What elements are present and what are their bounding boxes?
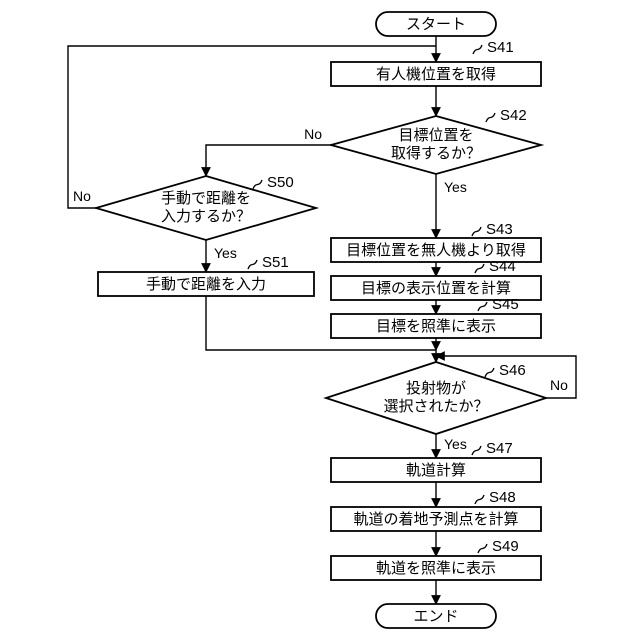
node-s51: 手動で距離を入力 bbox=[97, 271, 315, 297]
process-label-s47: 軌道計算 bbox=[406, 461, 466, 479]
step-ref-s51: S51 bbox=[262, 254, 289, 271]
node-s46: 投射物が 選択されたか？ bbox=[323, 361, 549, 435]
decision-label-s42-line1: 目標位置を bbox=[398, 127, 473, 144]
step-ref-s41: S41 bbox=[487, 39, 514, 56]
decision-diamond-s46 bbox=[323, 361, 549, 435]
step-ref-s50: S50 bbox=[267, 174, 294, 191]
terminal-end-shape bbox=[375, 603, 497, 629]
node-s50: 手動で距離を 入力するか？ bbox=[92, 175, 320, 241]
branch-label-no-s50: No bbox=[73, 188, 91, 204]
node-s41: 有人機位置を取得 bbox=[330, 61, 542, 87]
decision-label-s46-line2: 選択されたか？ bbox=[383, 398, 488, 415]
node-s47: 軌道計算 bbox=[330, 457, 542, 483]
node-end: エンド bbox=[375, 603, 497, 629]
node-s48: 軌道の着地予測点を計算 bbox=[330, 506, 542, 532]
process-label-s51: 手動で距離を入力 bbox=[146, 275, 266, 293]
decision-label-s50-line2: 入力するか？ bbox=[161, 208, 251, 225]
ref-squiggle-s46 bbox=[484, 367, 495, 378]
process-box-s45 bbox=[330, 313, 542, 339]
process-box-s48 bbox=[330, 506, 542, 532]
process-label-s43: 目標位置を無人機より取得 bbox=[346, 242, 526, 259]
node-s45: 目標を照準に表示 bbox=[330, 313, 542, 339]
decision-diamond-s42 bbox=[327, 115, 545, 175]
decision-label-s46-line1: 投射物が bbox=[406, 380, 466, 397]
ref-squiggle-s42 bbox=[485, 112, 496, 123]
branch-labels: No Yes No Yes No Yes bbox=[73, 126, 568, 452]
step-ref-s46: S46 bbox=[499, 362, 526, 379]
ref-squiggle-s48 bbox=[474, 494, 485, 505]
process-box-s41 bbox=[330, 61, 542, 87]
ref-squiggle-s50 bbox=[252, 179, 263, 190]
decision-diamond-s50 bbox=[92, 175, 320, 241]
step-ref-s49: S49 bbox=[492, 538, 519, 555]
connector-s42-no-s50 bbox=[201, 144, 331, 177]
terminal-start-shape bbox=[375, 11, 497, 37]
process-label-s45: 目標を照準に表示 bbox=[376, 318, 496, 335]
step-ref-s45: S45 bbox=[492, 296, 519, 313]
step-ref-s44: S44 bbox=[489, 258, 516, 275]
node-start: スタート bbox=[375, 11, 497, 37]
branch-label-no-s42: No bbox=[304, 126, 322, 142]
ref-squiggle-s51 bbox=[247, 259, 258, 270]
connector-s51-merge bbox=[205, 296, 436, 351]
node-s49: 軌道を照準に表示 bbox=[330, 555, 542, 581]
process-box-s44 bbox=[330, 275, 542, 301]
ref-squiggle-s43 bbox=[471, 226, 482, 237]
process-label-s48: 軌道の着地予測点を計算 bbox=[353, 510, 518, 528]
step-ref-s47: S47 bbox=[486, 440, 513, 457]
step-references: S41 S42 S43 S44 S45 S46 S47 S48 S49 S50 … bbox=[247, 39, 527, 555]
node-s42: 目標位置を 取得するか？ bbox=[327, 115, 545, 175]
connector-s50-no-loop-top bbox=[67, 45, 436, 209]
decision-label-s42-line2: 取得するか？ bbox=[391, 145, 481, 162]
ref-squiggle-s41 bbox=[472, 44, 483, 55]
branch-label-yes-s42: Yes bbox=[444, 179, 467, 195]
ref-squiggle-s44 bbox=[474, 263, 485, 274]
node-s43: 目標位置を無人機より取得 bbox=[330, 237, 542, 263]
connectors bbox=[67, 36, 577, 605]
process-box-s51 bbox=[97, 271, 315, 297]
process-label-s49: 軌道を照準に表示 bbox=[376, 560, 496, 577]
terminal-start-label: スタート bbox=[406, 16, 466, 33]
process-box-s43 bbox=[330, 237, 542, 263]
step-ref-s48: S48 bbox=[489, 489, 516, 506]
process-box-s49 bbox=[330, 555, 542, 581]
terminal-end-label: エンド bbox=[413, 608, 458, 625]
branch-label-yes-s46: Yes bbox=[444, 436, 467, 452]
ref-squiggle-s45 bbox=[477, 301, 488, 312]
step-ref-s42: S42 bbox=[500, 107, 527, 124]
process-label-s44: 目標の表示位置を計算 bbox=[361, 279, 511, 297]
connector-s46-no-loop bbox=[435, 351, 577, 399]
process-label-s41: 有人機位置を取得 bbox=[376, 66, 496, 83]
ref-squiggle-s47 bbox=[471, 445, 482, 456]
decision-label-s50-line1: 手動で距離を bbox=[161, 189, 251, 207]
branch-label-yes-s50: Yes bbox=[214, 245, 237, 261]
process-box-s47 bbox=[330, 457, 542, 483]
ref-squiggle-s49 bbox=[477, 543, 488, 554]
node-s44: 目標の表示位置を計算 bbox=[330, 275, 542, 301]
step-ref-s43: S43 bbox=[486, 221, 513, 238]
branch-label-no-s46: No bbox=[550, 377, 568, 393]
